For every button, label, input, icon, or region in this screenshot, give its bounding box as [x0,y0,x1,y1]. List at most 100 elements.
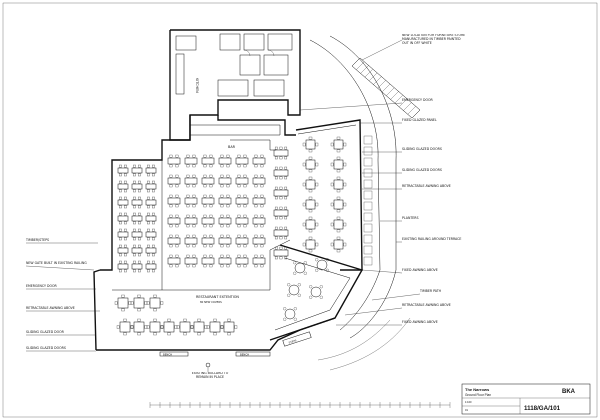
dining-table [117,215,129,222]
square-table [333,139,344,150]
chair [138,221,141,225]
stair-tread [390,91,399,100]
round-table [310,286,322,298]
chair [209,214,213,218]
chair [237,164,241,168]
chair [293,261,297,265]
chair [138,173,141,177]
dining-table [273,229,289,237]
chair [274,146,278,150]
dining-table [235,197,249,205]
chair [133,164,136,168]
chair [315,182,319,187]
chair [124,196,127,200]
chair [137,332,141,336]
chair [124,180,127,184]
chair [119,237,122,241]
chair [138,205,141,209]
chair [144,325,148,329]
note-new-gate: NEW GATE BUILT IN EXISTING RAILING [26,261,87,265]
chair [330,242,334,247]
note-furniture-store: NEW LOCATION FOR FURNITURE STORE MANUFAC… [402,34,466,45]
chair [279,246,283,250]
chair [119,244,122,248]
chair [336,176,341,180]
chair [284,216,288,220]
chair [152,260,155,264]
chair [147,237,150,241]
chair [203,214,207,218]
dining-table [252,217,266,225]
chair [274,176,278,180]
chair [243,194,247,198]
chair [147,180,150,184]
chair [213,332,217,336]
chair [336,236,341,240]
dining-table [273,169,289,177]
planter-box [363,201,373,211]
chair [308,176,313,180]
chair [260,234,264,238]
dining-table [252,257,266,265]
chair [260,164,264,168]
stair-tread [381,83,391,93]
chair [243,184,247,188]
chair [302,242,306,247]
chair [308,136,313,140]
dining-table [184,217,198,225]
chair [260,154,264,158]
chair [237,234,241,238]
chair [309,285,313,289]
chair [254,164,258,168]
dining-table [201,217,215,225]
dining-table [145,247,157,254]
chair [336,249,341,253]
chair [315,268,319,272]
chair [260,184,264,188]
drawing-number: 1118/GA/101 [524,405,561,412]
chair [133,221,136,225]
note-existing-bollard: EXISTING BOLLARD TO REMAIN IN PLACE [191,372,229,379]
dining-table [201,177,215,185]
chair [124,212,127,216]
dining-table [252,157,266,165]
chair [243,244,247,248]
dining-table [167,257,181,265]
chair [124,269,127,273]
dining-table [145,231,157,238]
chair [227,318,231,322]
chair [302,202,306,207]
dining-table [218,237,232,245]
chair [138,164,141,168]
chair [284,166,288,170]
chair [167,318,171,322]
chair [209,174,213,178]
chair [330,162,334,167]
chair [254,254,258,258]
chair [192,174,196,178]
chair [220,234,224,238]
chair [133,212,136,216]
note-emergency-door: EMERGENCY DOOR [26,284,57,288]
stair-tread [407,106,416,115]
chair [303,261,307,265]
dining-table [184,257,198,265]
chair [279,256,283,260]
planter-box [363,223,373,233]
chair [133,180,136,184]
chair [175,164,179,168]
dining-table [235,177,249,185]
dining-table [131,215,143,222]
stair-tread [394,95,403,104]
dining-table [184,237,198,245]
chair [237,204,241,208]
chair [192,254,196,258]
dining-table [273,189,289,197]
chair [169,154,173,158]
stair-tread [403,102,412,111]
chair [336,216,341,220]
dining-table [273,209,289,217]
chair [138,189,141,193]
chair [175,214,179,218]
chair [169,224,173,228]
